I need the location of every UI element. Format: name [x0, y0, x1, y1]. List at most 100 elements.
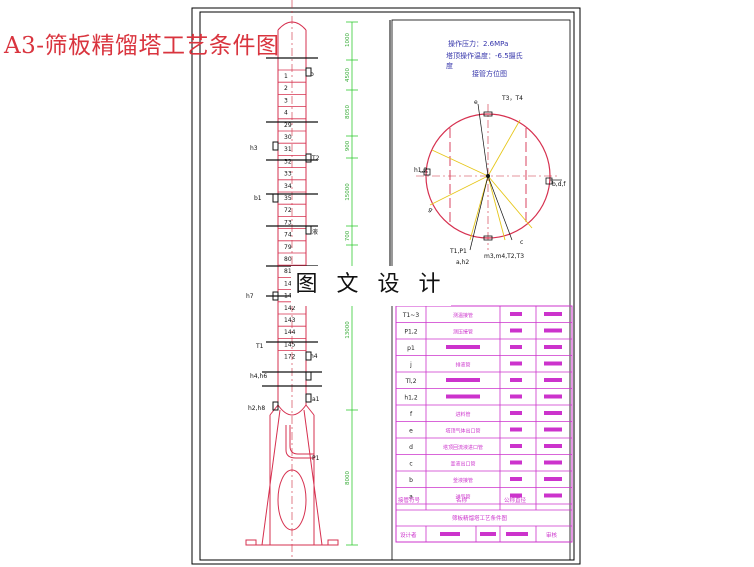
table-cell-std-mark — [544, 477, 562, 481]
table-cell-dn-mark — [510, 312, 522, 316]
tray-label: 31 — [284, 146, 292, 153]
table-cell-code: p1 — [407, 345, 415, 352]
nozzle-label-hd: h4,h6 — [250, 373, 267, 380]
tray-label: 142 — [284, 305, 296, 312]
table-header-code: 接管符号 — [398, 496, 421, 504]
table-header-dn: 公称直径 — [504, 496, 527, 504]
table-cell-dn-mark — [510, 394, 522, 399]
tray-number-labels: 1234293031323334357273747980811401411421… — [284, 73, 296, 361]
table-cell-code: d — [409, 444, 413, 451]
tray-label: 141 — [284, 293, 296, 300]
tray-label: 74 — [284, 232, 292, 239]
table-cell-std-mark — [544, 328, 562, 333]
tray-label: 4 — [284, 110, 288, 117]
table-cell-name: 测压接管 — [453, 329, 473, 336]
orient-label-m3m4: m3,m4,T2,T3 — [484, 253, 524, 260]
table-cell-code: h1,2 — [404, 395, 418, 402]
tray-label: 3 — [284, 97, 288, 104]
table-cell-name: 进气管 — [455, 494, 470, 501]
tray-label: 34 — [284, 183, 292, 190]
dimension-label: 8050 — [345, 105, 351, 119]
drawing-title: A3-筛板精馏塔工艺条件图 — [4, 33, 280, 59]
table-cell-code: j — [409, 362, 412, 369]
column-nozzles — [272, 67, 312, 411]
dimension-label: 4500 — [345, 68, 351, 82]
orient-label-ah2: a,h2 — [456, 259, 469, 266]
nozzle-label-p: P1 — [312, 455, 320, 462]
nozzle-label-h7: h7 — [246, 293, 254, 300]
orient-label-e: e — [474, 99, 478, 106]
tray-label: 33 — [284, 171, 292, 178]
design-notes: 操作压力：2.6MPa 塔顶操作温度：-6.5摄氏 度 接管方位图 — [446, 39, 523, 78]
table-cell-code: f — [410, 411, 413, 418]
table-cell-dn-mark — [510, 444, 522, 448]
table-sign-review: 审核 — [546, 531, 558, 539]
table-cell-name-mark — [446, 345, 480, 349]
orient-label-h12: h1,2 — [414, 167, 428, 174]
tray-label: 140 — [284, 280, 296, 287]
nozzle-labels: b h3 T2 b1 液 h7 T1 h4 h4,h6 h2,h8 a1 P1 — [246, 71, 320, 462]
table-footer-title: 筛板精馏塔工艺条件图 — [452, 514, 508, 522]
tray-label: 145 — [284, 341, 296, 348]
tray-label: 172 — [284, 354, 296, 361]
drawing-outer-frame — [191, 7, 581, 565]
table-cell-std-mark — [544, 361, 562, 366]
table-cell-std-mark — [544, 444, 562, 448]
table-cell-code: a — [409, 494, 413, 501]
orient-label-t1p1: T1,P1 — [449, 248, 467, 255]
nozzle-label-t2: T2 — [311, 155, 320, 162]
table-cell-dn-mark — [510, 328, 522, 333]
nozzle-label-t1: T1 — [255, 343, 264, 350]
table-cell-dn-mark — [510, 460, 522, 465]
tray-label: 29 — [284, 122, 292, 129]
tray-label: 73 — [284, 219, 292, 226]
nozzle-label-hu: h4 — [310, 353, 318, 360]
table-cell-std-mark — [544, 460, 562, 465]
table-cell-name: 釜液接管 — [453, 477, 473, 484]
table-cell-std-mark — [544, 345, 562, 349]
table-cell-std-mark — [544, 411, 562, 415]
table-cell-dn-mark — [510, 493, 522, 498]
table-cell-code: e — [409, 428, 413, 435]
dimension-label: 1000 — [345, 33, 351, 47]
orient-label-g: g — [427, 206, 434, 214]
table-cell-std-mark — [544, 312, 562, 316]
orient-label-c: c — [520, 239, 523, 246]
tray-label: 79 — [284, 244, 292, 251]
dimension-label: 700 — [345, 230, 351, 241]
tray-label: 2 — [284, 85, 288, 92]
dimension-label: 15000 — [345, 183, 351, 201]
tray-label: 30 — [284, 134, 292, 141]
table-cell-code: P1,2 — [404, 329, 417, 336]
nozzle-label-liq: 液 — [312, 228, 318, 236]
nozzle-label-ho: h2,h8 — [248, 405, 265, 412]
orient-label-t3t4: T3，T4 — [501, 95, 523, 102]
tray-label: 81 — [284, 268, 292, 275]
dimension-label: 8000 — [345, 471, 351, 485]
table-cell-dn-mark — [510, 427, 522, 432]
tray-label: 1 — [284, 73, 288, 80]
tray-label: 80 — [284, 256, 292, 263]
orientation-diagram: T3，T4 e h1,2 b,d,f c T1,P1 a,h2 m3,m4,T2… — [414, 95, 566, 266]
note-pressure: 操作压力：2.6MPa — [448, 39, 508, 48]
table-cell-name-mark — [446, 378, 480, 382]
table-cell-dn-mark — [510, 411, 522, 415]
table-cell-dn-mark — [510, 477, 522, 481]
nozzle-label-a: a1 — [312, 396, 320, 403]
table-cell-dn-mark — [510, 345, 522, 349]
table-sign-designer: 设计者 — [400, 531, 417, 539]
dimension-label: 900 — [345, 140, 351, 151]
table-cell-name-mark — [446, 394, 480, 399]
table-cell-code: Tl,2 — [404, 378, 416, 385]
table-cell-name: 进料管 — [455, 411, 470, 418]
drawing-inner-frame — [199, 11, 575, 561]
nozzle-label-ab: h3 — [250, 145, 258, 152]
table-cell-code: c — [409, 461, 412, 468]
tray-label: 72 — [284, 207, 292, 214]
tray-label: 35 — [284, 195, 292, 202]
table-cell-code: b — [409, 477, 413, 484]
watermark-text: 图 文 设 计 — [291, 266, 451, 306]
table-cell-code: T1~3 — [402, 312, 420, 319]
